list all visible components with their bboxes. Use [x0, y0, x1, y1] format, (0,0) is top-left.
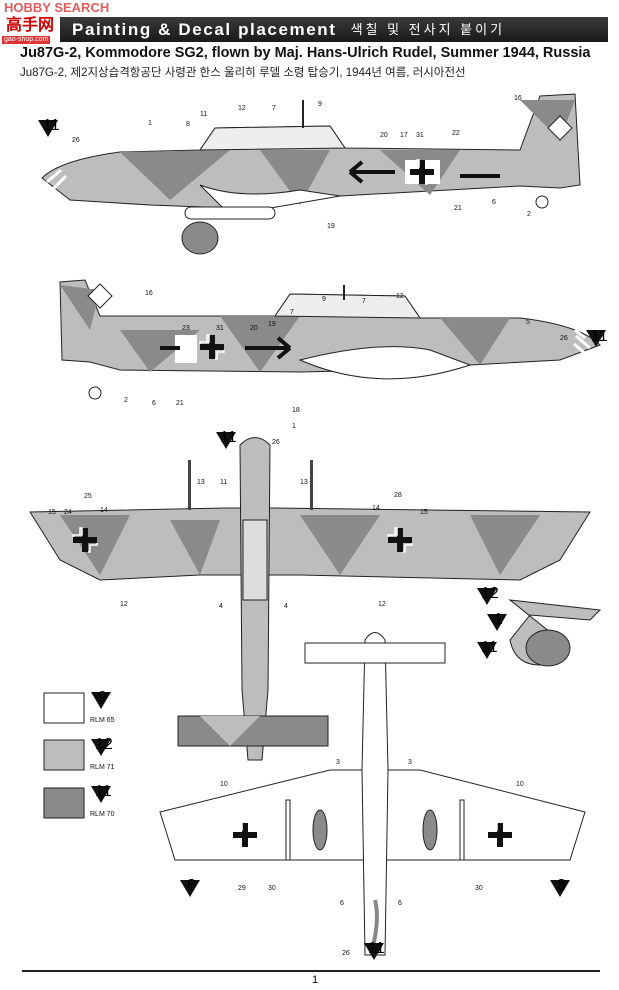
svg-text:9: 9: [318, 101, 322, 108]
svg-text:6: 6: [152, 400, 156, 407]
svg-text:2: 2: [124, 397, 128, 404]
svg-text:10: 10: [516, 781, 524, 788]
svg-text:6: 6: [398, 900, 402, 907]
svg-text:10: 10: [220, 781, 228, 788]
svg-text:12: 12: [396, 293, 404, 300]
top-paint-badge: 11: [220, 429, 237, 446]
detail-paint-badge-1: 12: [481, 585, 499, 602]
svg-text:2: 2: [527, 211, 531, 218]
svg-text:13: 13: [300, 479, 308, 486]
footer-rule: [22, 970, 600, 972]
svg-text:19: 19: [327, 223, 335, 230]
svg-text:17: 17: [400, 132, 408, 139]
svg-text:12: 12: [378, 601, 386, 608]
side-left-callouts: 26 1 8 11 12 7 9 20 17 31 22 16 19 21 6 …: [72, 95, 531, 230]
svg-text:3: 3: [408, 759, 412, 766]
svg-text:7: 7: [290, 309, 294, 316]
svg-text:31: 31: [216, 325, 224, 332]
svg-text:26: 26: [272, 439, 280, 446]
svg-text:13: 13: [197, 479, 205, 486]
svg-text:24: 24: [64, 509, 72, 516]
bottom-view: 10 3 3 10 29 30 6 6 30 26 8 8 11: [159, 632, 586, 960]
svg-text:19: 19: [268, 321, 276, 328]
svg-text:30: 30: [475, 885, 483, 892]
svg-text:6: 6: [492, 199, 496, 206]
svg-text:7: 7: [362, 298, 366, 305]
svg-text:3: 3: [336, 759, 340, 766]
svg-text:1: 1: [292, 423, 296, 430]
svg-text:31: 31: [416, 132, 424, 139]
svg-text:6: 6: [340, 900, 344, 907]
side-view-right: 11 16 23 31 20 19 7 9 7 12 5 26 2 6 21 1…: [59, 279, 608, 430]
page-number: 1: [312, 974, 319, 986]
svg-text:11: 11: [200, 111, 207, 118]
bottom-paint-badge-left: 8: [187, 877, 196, 894]
svg-text:16: 16: [145, 290, 153, 297]
svg-text:7: 7: [272, 105, 276, 112]
svg-text:28: 28: [394, 492, 402, 499]
svg-text:4: 4: [284, 603, 288, 610]
svg-text:26: 26: [560, 335, 568, 342]
svg-text:15: 15: [48, 509, 56, 516]
svg-text:22: 22: [452, 130, 460, 137]
side-right-callouts: 16 23 31 20 19 7 9 7 12 5 26 2 6 21 18 1: [124, 290, 568, 430]
svg-text:21: 21: [454, 205, 462, 212]
svg-text:16: 16: [514, 95, 522, 102]
svg-text:12: 12: [120, 601, 128, 608]
svg-text:4: 4: [219, 603, 223, 610]
svg-text:21: 21: [176, 400, 184, 407]
svg-text:29: 29: [238, 885, 246, 892]
watermark-logo: 高手网: [6, 17, 55, 34]
top-view: 11 26 13 11 13 15 24 25 14 14 28 15 12 1…: [29, 429, 591, 761]
watermark-brand: HOBBY SEARCH: [4, 0, 110, 15]
svg-text:23: 23: [182, 325, 190, 332]
wheel-spat-detail: 12 1 11: [477, 585, 602, 667]
bottom-callouts: 10 3 3 10 29 30 6 6 30 26: [220, 759, 524, 957]
legend-code-2: 12: [95, 736, 113, 753]
side-view-left: 11 26 1 8 11 12 7 9 20 17 31 22 16 19 21…: [38, 93, 581, 255]
bottom-paint-badge-right: 8: [557, 877, 566, 894]
legend-label-2: RLM 71: [90, 764, 115, 771]
header-title-en: Painting & Decal placement: [72, 19, 337, 39]
watermark-url: gao-shop.com: [2, 36, 51, 44]
svg-text:26: 26: [342, 950, 350, 957]
svg-text:5: 5: [526, 319, 530, 326]
color-legend: 9 RLM 65 12 RLM 71 11 RLM 70: [43, 689, 115, 819]
scheme-title: Ju87G-2, Kommodore SG2, flown by Maj. Ha…: [20, 45, 591, 61]
svg-text:14: 14: [100, 507, 108, 514]
svg-text:20: 20: [380, 132, 388, 139]
svg-text:25: 25: [84, 493, 92, 500]
svg-text:18: 18: [292, 407, 300, 414]
svg-text:26: 26: [72, 137, 80, 144]
legend-code-1: 9: [98, 689, 107, 706]
legend-label-3: RLM 70: [90, 811, 115, 818]
side-left-paint-badge: 11: [43, 117, 60, 134]
legend-code-3: 11: [95, 783, 112, 800]
scheme-subtitle: Ju87G-2, 제2지상습격항공단 사령관 한스 울리히 루델 소령 탑승기,…: [20, 67, 466, 79]
top-callouts: 26 13 11 13 15 24 25 14 14 28 15 12 12 4…: [48, 439, 428, 610]
svg-text:30: 30: [268, 885, 276, 892]
detail-paint-badge-2: 1: [494, 611, 503, 628]
side-right-paint-badge: 11: [591, 328, 608, 345]
svg-text:1: 1: [148, 120, 152, 127]
header-banner: Painting & Decal placement 색칠 및 전사지 붙이기: [60, 17, 608, 42]
svg-text:8: 8: [186, 121, 190, 128]
legend-label-1: RLM 65: [90, 717, 115, 724]
svg-text:12: 12: [238, 105, 246, 112]
svg-text:15: 15: [420, 509, 428, 516]
svg-text:20: 20: [250, 325, 258, 332]
bottom-paint-badge-tail: 11: [368, 940, 385, 957]
svg-text:14: 14: [372, 505, 380, 512]
svg-text:11: 11: [220, 479, 227, 486]
svg-text:9: 9: [322, 296, 326, 303]
detail-paint-badge-3: 11: [481, 639, 498, 656]
header-title-ko: 색칠 및 전사지 붙이기: [350, 21, 506, 37]
